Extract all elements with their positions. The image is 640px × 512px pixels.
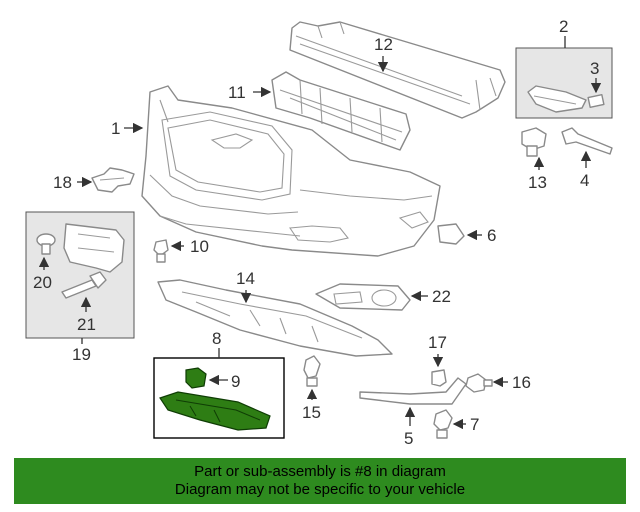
part-10-retainer[interactable]	[153, 239, 169, 263]
banner-line-1: Part or sub-assembly is #8 in diagram	[194, 463, 446, 480]
callout-6: 6	[487, 226, 496, 245]
callout-17: 17	[428, 333, 447, 352]
part-7-push-pin[interactable]	[433, 409, 453, 439]
callout-2: 2	[559, 17, 568, 36]
part-6-cap[interactable]	[437, 223, 465, 245]
callout-11: 11	[228, 83, 246, 102]
callout-13: 13	[528, 173, 547, 192]
callout-8: 8	[212, 329, 221, 348]
part-4-bolt[interactable]	[561, 127, 613, 155]
part-2-bracket[interactable]	[527, 85, 587, 113]
part-20-screw[interactable]	[36, 233, 56, 255]
part-22-fog-bezel[interactable]	[315, 283, 411, 311]
callout-10: 10	[190, 237, 209, 256]
callout-12: 12	[374, 35, 393, 54]
part-15-push-pin[interactable]	[303, 355, 321, 387]
callout-14: 14	[236, 269, 255, 288]
part-19-license-bracket[interactable]	[63, 223, 125, 273]
part-18-emblem[interactable]	[91, 167, 135, 193]
part-9-clip-highlighted[interactable]	[185, 367, 207, 389]
callout-21: 21	[77, 315, 96, 334]
callout-22: 22	[432, 287, 451, 306]
part-17-pin[interactable]	[431, 369, 447, 387]
part-5-lower-molding[interactable]	[359, 377, 467, 405]
callout-7: 7	[470, 415, 479, 434]
callout-1: 1	[111, 119, 120, 138]
callout-4: 4	[580, 171, 589, 190]
callout-9: 9	[231, 372, 240, 391]
callout-3: 3	[590, 59, 599, 78]
callout-16: 16	[512, 373, 531, 392]
part-8-deflector-highlighted[interactable]	[159, 391, 271, 431]
callout-20: 20	[33, 273, 52, 292]
part-1-bumper-cover[interactable]	[141, 85, 441, 257]
callout-18: 18	[53, 173, 72, 192]
callout-15: 15	[302, 403, 321, 422]
part-13-bolt[interactable]	[521, 127, 547, 157]
callout-5: 5	[404, 429, 413, 448]
banner-line-2: Diagram may not be specific to your vehi…	[174, 481, 466, 498]
callout-19: 19	[72, 345, 91, 364]
part-21-bolt[interactable]	[61, 271, 107, 299]
part-16-screw[interactable]	[465, 373, 493, 393]
info-banner: Part or sub-assembly is #8 in diagram Di…	[14, 458, 626, 504]
part-11-energy-absorber[interactable]	[271, 71, 411, 151]
part-14-lower-deflector[interactable]	[157, 279, 393, 357]
part-3-clip[interactable]	[587, 93, 605, 109]
